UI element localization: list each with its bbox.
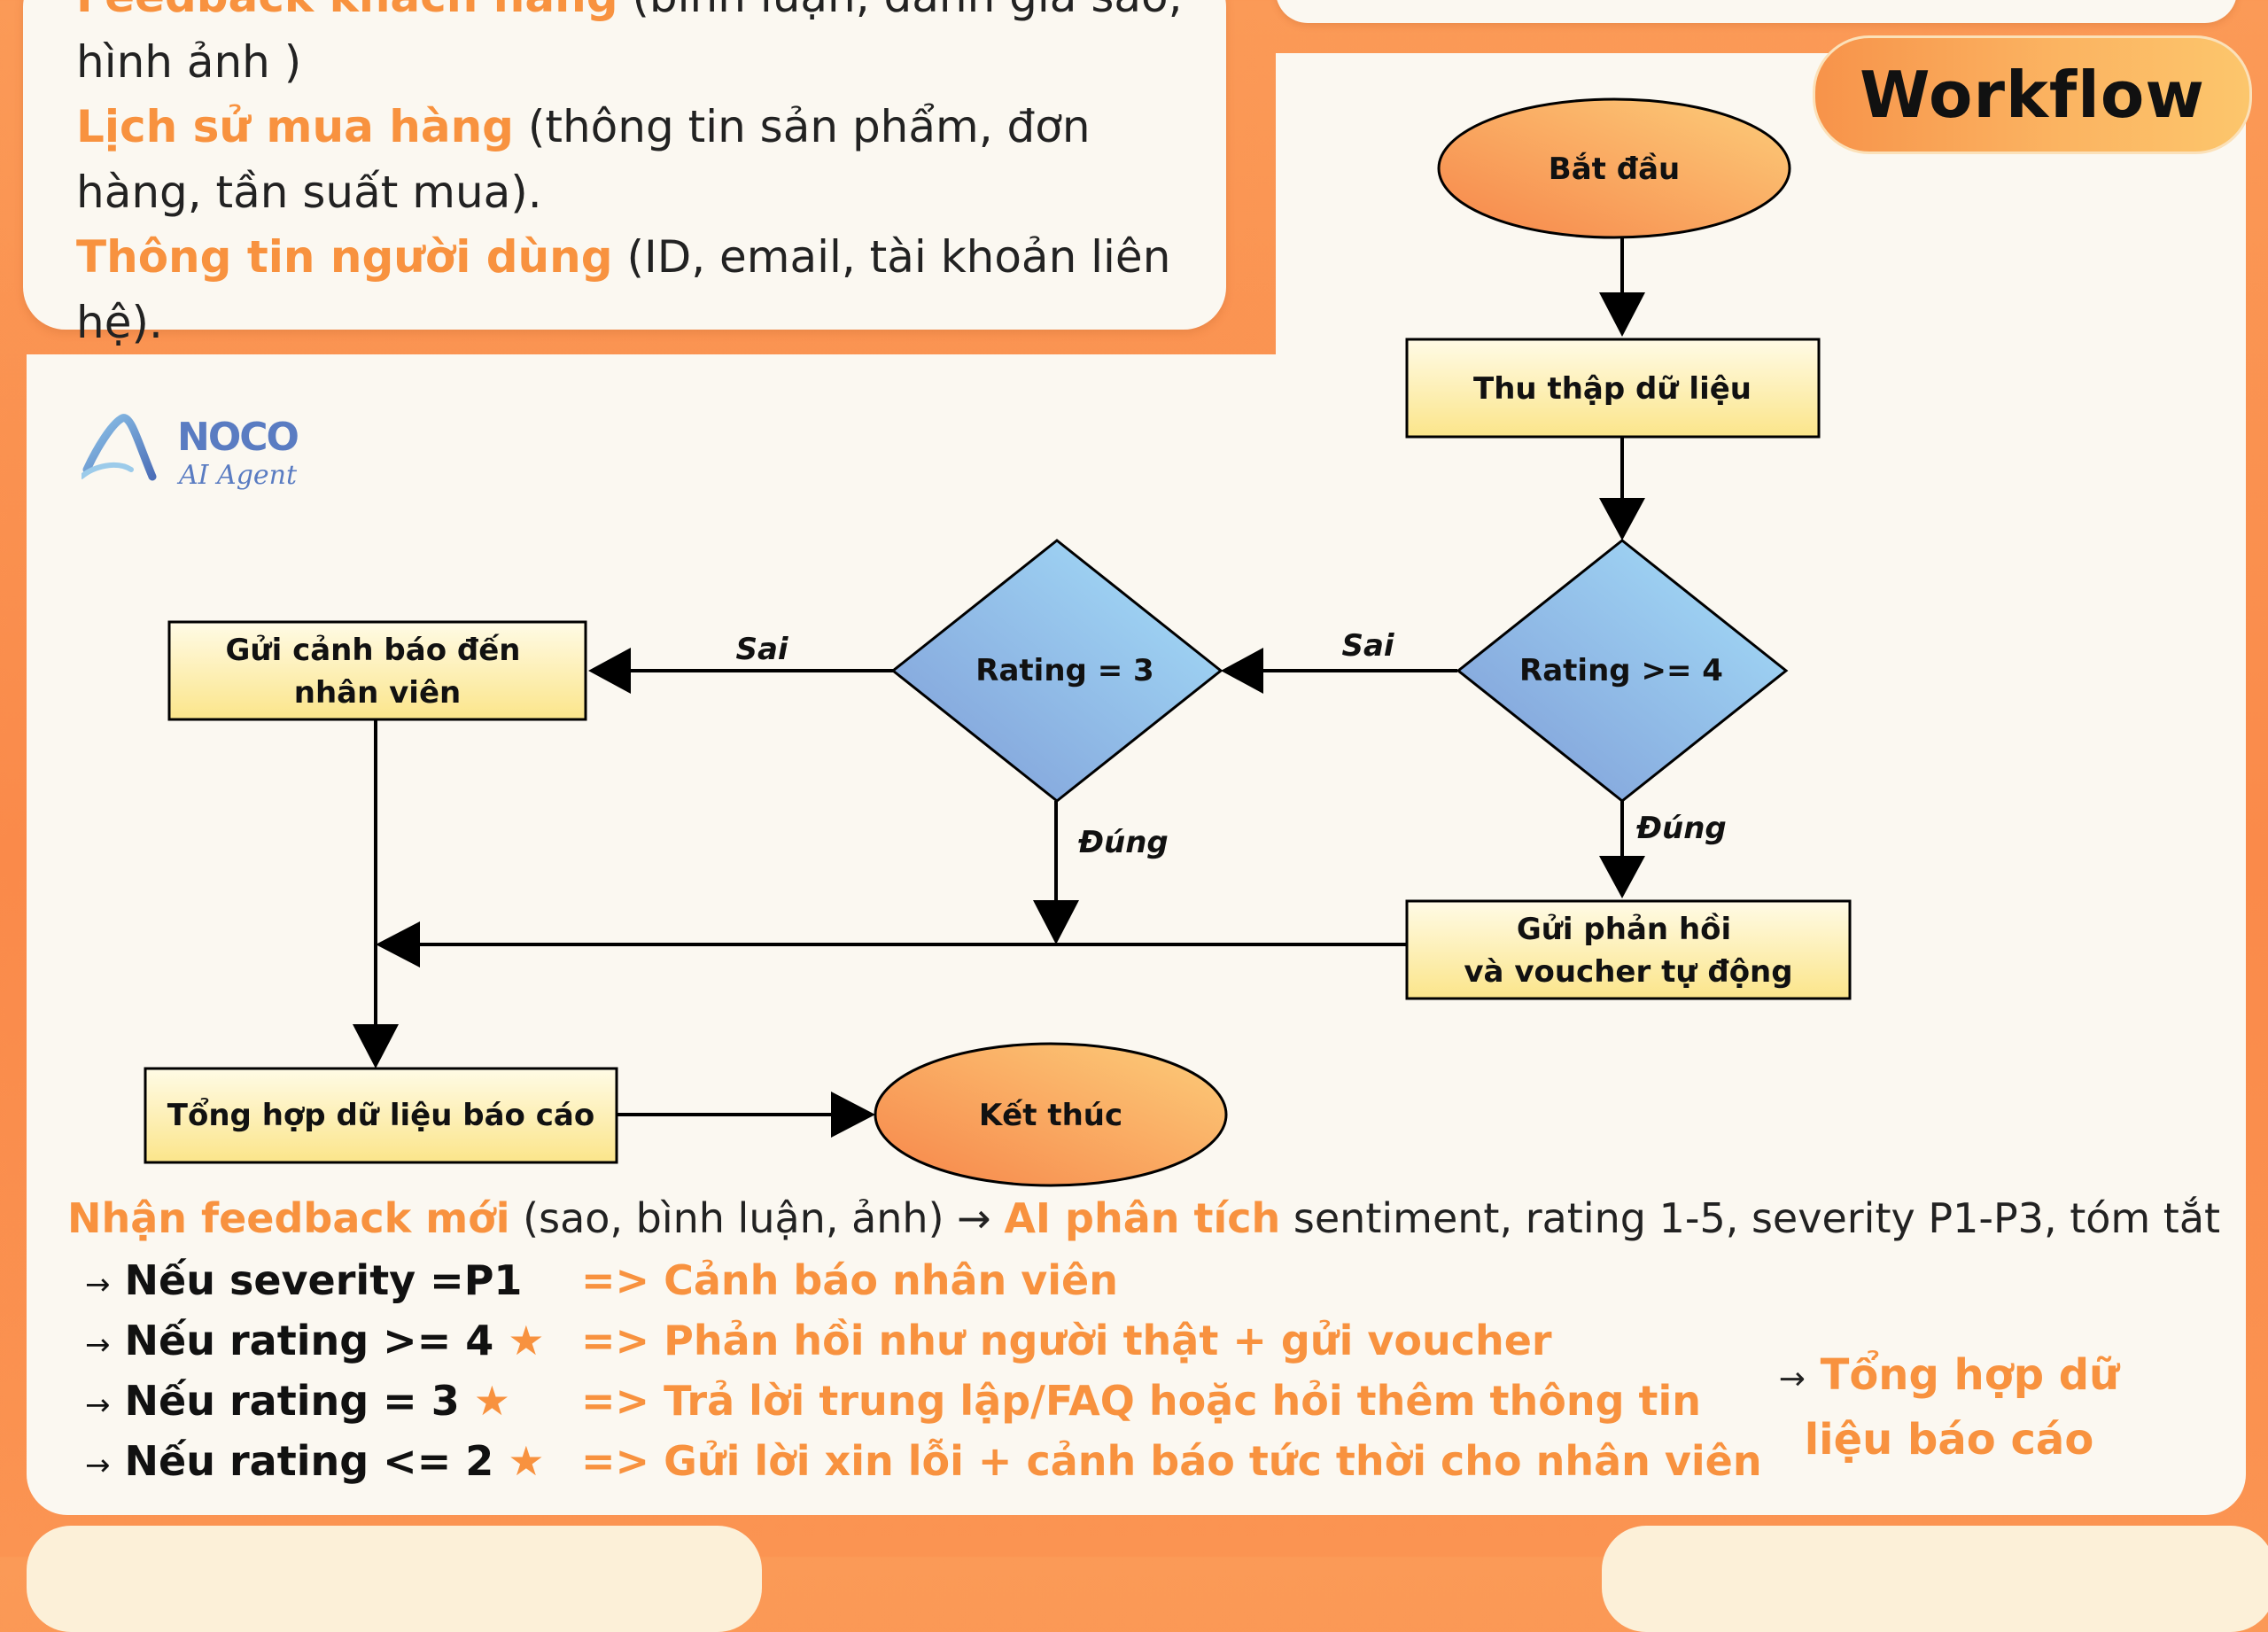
node-rating-ge4-label: Rating >= 4 <box>1519 653 1723 688</box>
arrowhead-report-end <box>831 1092 875 1138</box>
info-line-feedback: Feedback khách hàng (bình luận, đánh giá… <box>76 0 1192 95</box>
info-highlight: Lịch sử mua hàng <box>76 101 514 152</box>
node-alert-label-2: nhân viên <box>294 675 461 711</box>
logo-sub: AI Agent <box>176 460 298 491</box>
edges <box>353 237 1645 1138</box>
info-detail: (thông tin sản phẩm, đơn hàng, tần suất … <box>76 101 1091 218</box>
edge-label-yes-2: Đúng <box>1077 825 1169 860</box>
node-end-label: Kết thúc <box>979 1098 1122 1133</box>
node-rating-eq3-label: Rating = 3 <box>975 653 1153 688</box>
arrowhead-rating4-reply <box>1599 856 1645 898</box>
info-text: Feedback khách hàng (bình luận, đánh giá… <box>76 0 1228 355</box>
node-end: Kết thúc <box>874 1042 1228 1187</box>
arrowhead-collect-rating4 <box>1599 498 1645 540</box>
info-detail: (bình luận, đánh giá sao, hình ảnh ) <box>76 0 1183 88</box>
node-report-label: Tổng hợp dữ liệu báo cáo <box>167 1097 594 1133</box>
workflow-diagram: Sai Sai Đúng Đúng Bắt đầu Thu thập dữ li… <box>144 97 1852 1187</box>
node-collect-label: Thu thập dữ liệu <box>1473 371 1751 407</box>
logo-brand: NOCO <box>177 415 299 460</box>
arrowhead-rating3-merge <box>1033 900 1079 944</box>
top-strip-card <box>1276 0 2237 23</box>
info-highlight: Thông tin người dùng <box>76 231 613 283</box>
arrowhead-rating4-rating3 <box>1221 648 1263 694</box>
node-start: Bắt đầu <box>1437 97 1791 239</box>
arrowhead-reply-merge <box>376 921 420 968</box>
info-detail: (ID, email, tài khoản liên hệ). <box>76 231 1171 348</box>
node-rating-eq3: Rating = 3 <box>890 539 1223 803</box>
noco-logo: NOCO AI Agent <box>82 414 300 491</box>
node-report: Tổng hợp dữ liệu báo cáo <box>144 1067 618 1164</box>
arrowhead-alert-report <box>353 1024 399 1069</box>
workflow-badge: Workflow <box>1813 35 2252 154</box>
info-card: Feedback khách hàng (bình luận, đánh giá… <box>23 0 1226 348</box>
node-alert-label-1: Gửi cảnh báo đến <box>225 633 520 668</box>
node-reply-label-1: Gửi phản hồi <box>1517 912 1731 947</box>
node-rating-ge4: Rating >= 4 <box>1456 539 1789 803</box>
edge-label-no-1: Sai <box>1341 628 1394 664</box>
node-start-label: Bắt đầu <box>1549 152 1680 187</box>
node-collect: Thu thập dữ liệu <box>1405 338 1821 439</box>
node-reply: Gửi phản hồi và voucher tự động <box>1405 899 1852 1000</box>
edge-label-no-2: Sai <box>735 632 788 667</box>
edge-label-yes-1: Đúng <box>1635 811 1727 846</box>
node-alert: Gửi cảnh báo đến nhân viên <box>167 620 587 721</box>
info-line-history: Lịch sử mua hàng (thông tin sản phẩm, đơ… <box>76 95 1192 225</box>
info-highlight: Feedback khách hàng <box>76 0 618 22</box>
arrowhead-rating3-alert <box>588 648 631 694</box>
node-reply-label-2: và voucher tự động <box>1464 954 1792 990</box>
arrowhead-start-collect <box>1599 292 1645 337</box>
info-line-user: Thông tin người dùng (ID, email, tài kho… <box>76 225 1228 355</box>
